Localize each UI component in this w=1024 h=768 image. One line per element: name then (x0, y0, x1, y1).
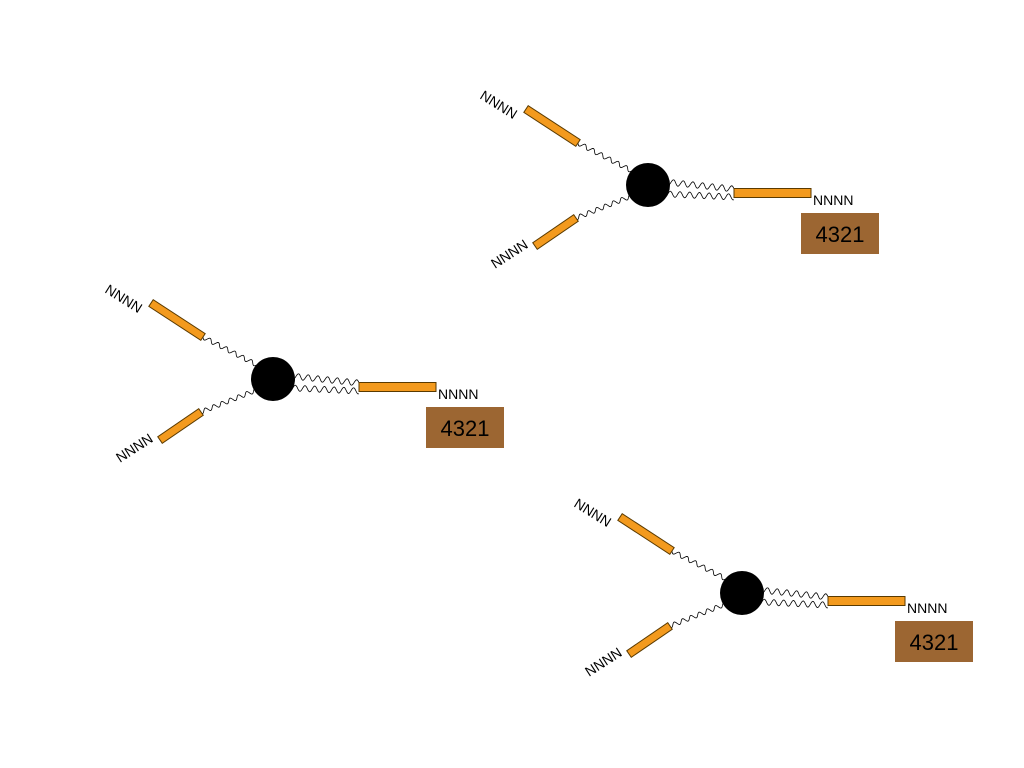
tag-label: 4321 (816, 222, 865, 247)
arm-label-upper: NNNN (571, 495, 614, 530)
linker-lower (670, 601, 729, 629)
arm-label-lower: NNNN (488, 236, 531, 271)
linker-right-b (665, 190, 734, 201)
arm-label-right: NNNN (813, 192, 853, 208)
linker-upper (577, 142, 637, 174)
arm-bar-lower (626, 622, 673, 658)
arm-bar-lower (157, 408, 204, 444)
core-particle (251, 357, 295, 401)
molecule: NNNN NNNN NNNN 4321 (571, 495, 973, 680)
arm-label-lower: NNNN (113, 430, 156, 465)
linker-lower (201, 387, 260, 415)
arm-label-upper: NNNN (477, 87, 520, 122)
arm-bar-lower (532, 214, 579, 250)
arm-bar-upper (148, 298, 206, 342)
tag-box (426, 407, 504, 448)
arm-bar-upper (617, 512, 675, 556)
tag-box (895, 621, 973, 662)
arm-bar-right (827, 596, 906, 606)
linker-right-a (290, 373, 360, 386)
arm-label-lower: NNNN (582, 644, 625, 679)
arm-label-right: NNNN (907, 600, 947, 616)
arm-bar-upper (523, 104, 581, 148)
linker-right-a (665, 179, 735, 192)
linker-upper (671, 550, 731, 582)
tag-label: 4321 (910, 630, 959, 655)
core-particle (720, 571, 764, 615)
arm-bar-right (358, 382, 437, 392)
linker-right-b (290, 384, 359, 395)
tag-label: 4321 (441, 416, 490, 441)
arm-label-upper: NNNN (102, 281, 145, 316)
core-particle (626, 163, 670, 207)
molecule: NNNN NNNN NNNN 4321 (102, 281, 504, 466)
linker-lower (576, 193, 635, 221)
linker-upper (202, 336, 262, 368)
arm-label-right: NNNN (438, 386, 478, 402)
linker-right-b (759, 598, 828, 609)
molecule: NNNN NNNN NNNN 4321 (477, 87, 879, 272)
tag-box (801, 213, 879, 254)
arm-bar-right (733, 188, 812, 198)
linker-right-a (759, 587, 829, 600)
